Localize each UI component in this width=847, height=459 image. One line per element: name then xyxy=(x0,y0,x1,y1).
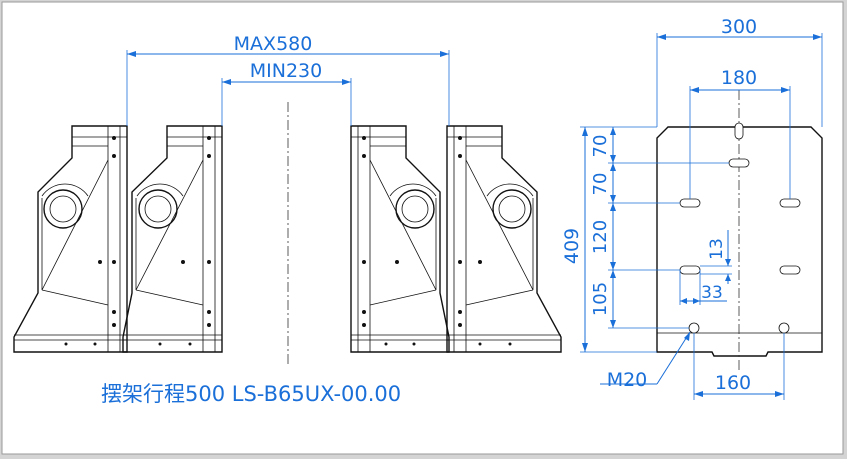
right-slot-upper xyxy=(779,198,801,208)
dim-height-409: 409 xyxy=(561,126,657,353)
dim-chain-vertical: 70 70 120 105 xyxy=(590,127,729,329)
bracket-outer-right xyxy=(446,125,562,353)
dim-slot-180: 180 xyxy=(689,67,791,199)
height-label: 409 xyxy=(561,228,583,264)
m20-hole-right xyxy=(778,322,790,334)
offset-33-label: 33 xyxy=(701,283,723,303)
bolt-holes-left-view xyxy=(64,136,512,346)
dim-hole-160: 160 xyxy=(693,333,785,400)
thread-label: M20 xyxy=(607,369,648,391)
dim-min230: MIN230 xyxy=(221,60,352,126)
dim-13: 13 xyxy=(700,230,732,284)
center-slot xyxy=(728,158,750,168)
hole-spacing-label: 160 xyxy=(715,372,751,394)
bracket-inner-left xyxy=(122,125,223,353)
bracket-outer-left xyxy=(13,125,128,353)
max-label: MAX580 xyxy=(234,33,313,55)
v-dim-1: 70 xyxy=(590,135,611,158)
v-dim-4: 105 xyxy=(590,282,611,316)
slot-spacing-label: 180 xyxy=(721,67,757,89)
bracket-inner-right xyxy=(350,125,450,353)
left-slot-upper xyxy=(679,198,701,208)
offset-13-label: 13 xyxy=(707,238,727,260)
min-label: MIN230 xyxy=(250,60,322,82)
v-dim-3: 120 xyxy=(590,220,611,254)
dim-width-300: 300 xyxy=(656,16,823,127)
left-slot-lower xyxy=(679,265,701,275)
m20-hole-left xyxy=(688,322,700,334)
width-label: 300 xyxy=(721,16,757,38)
top-slot xyxy=(734,122,744,140)
dim-33: 33 xyxy=(679,270,727,305)
drawing-caption: 摆架行程500 LS-B65UX-00.00 xyxy=(101,382,401,406)
leader-m20: M20 xyxy=(600,331,691,391)
right-slot-lower xyxy=(779,265,801,275)
v-dim-2: 70 xyxy=(590,173,611,196)
dim-max580: MAX580 xyxy=(126,33,450,126)
